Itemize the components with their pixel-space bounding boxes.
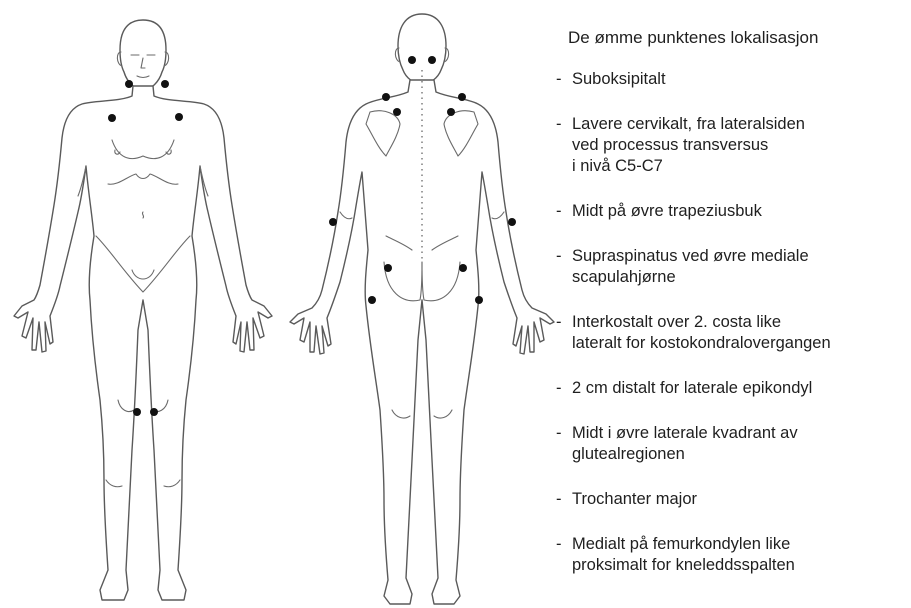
legend-item-supraspinatus: Supraspinatus ved øvre mediale scapulahj… bbox=[556, 246, 906, 288]
tender-point-gluteal-left bbox=[384, 264, 392, 272]
tender-point-occiput-left bbox=[408, 56, 416, 64]
legend-item-lateral-epicondyle: 2 cm distalt for laterale epikondyl bbox=[556, 378, 906, 399]
tender-point-trochanter-right bbox=[475, 296, 483, 304]
anterior-body-figure bbox=[14, 20, 272, 600]
tender-point-trapezius-left bbox=[382, 93, 390, 101]
posterior-body-figure bbox=[290, 14, 554, 604]
tender-point-lower-cervical-left bbox=[125, 80, 133, 88]
tender-point-occiput-right bbox=[428, 56, 436, 64]
tender-point-knee-right bbox=[150, 408, 158, 416]
legend-item-lower-cervical: Lavere cervikalt, fra lateralsiden ved p… bbox=[556, 114, 906, 177]
tender-points-legend: De ømme punktenes lokalisasjon Suboksipi… bbox=[556, 26, 906, 600]
tender-point-epicondyle-left bbox=[329, 218, 337, 226]
tender-point-trapezius-right bbox=[458, 93, 466, 101]
legend-item-greater-trochanter: Trochanter major bbox=[556, 489, 906, 510]
legend-item-trapezius: Midt på øvre trapeziusbuk bbox=[556, 201, 906, 222]
body-diagram bbox=[0, 0, 560, 608]
legend-item-knee: Medialt på femurkondylen like proksimalt… bbox=[556, 534, 906, 576]
legend-title: De ømme punktenes lokalisasjon bbox=[568, 26, 906, 50]
tender-point-supraspinatus-left bbox=[393, 108, 401, 116]
tender-point-knee-left bbox=[133, 408, 141, 416]
legend-list: Suboksipitalt Lavere cervikalt, fra late… bbox=[556, 69, 906, 576]
tender-point-lower-cervical-right bbox=[161, 80, 169, 88]
legend-item-gluteal: Midt i øvre laterale kvadrant av gluteal… bbox=[556, 423, 906, 465]
tender-point-gluteal-right bbox=[459, 264, 467, 272]
legend-item-suboccipital: Suboksipitalt bbox=[556, 69, 906, 90]
tender-point-trochanter-left bbox=[368, 296, 376, 304]
legend-item-second-rib: Interkostalt over 2. costa like lateralt… bbox=[556, 312, 906, 354]
tender-point-second-rib-right bbox=[175, 113, 183, 121]
tender-point-supraspinatus-right bbox=[447, 108, 455, 116]
tender-point-epicondyle-right bbox=[508, 218, 516, 226]
tender-point-second-rib-left bbox=[108, 114, 116, 122]
